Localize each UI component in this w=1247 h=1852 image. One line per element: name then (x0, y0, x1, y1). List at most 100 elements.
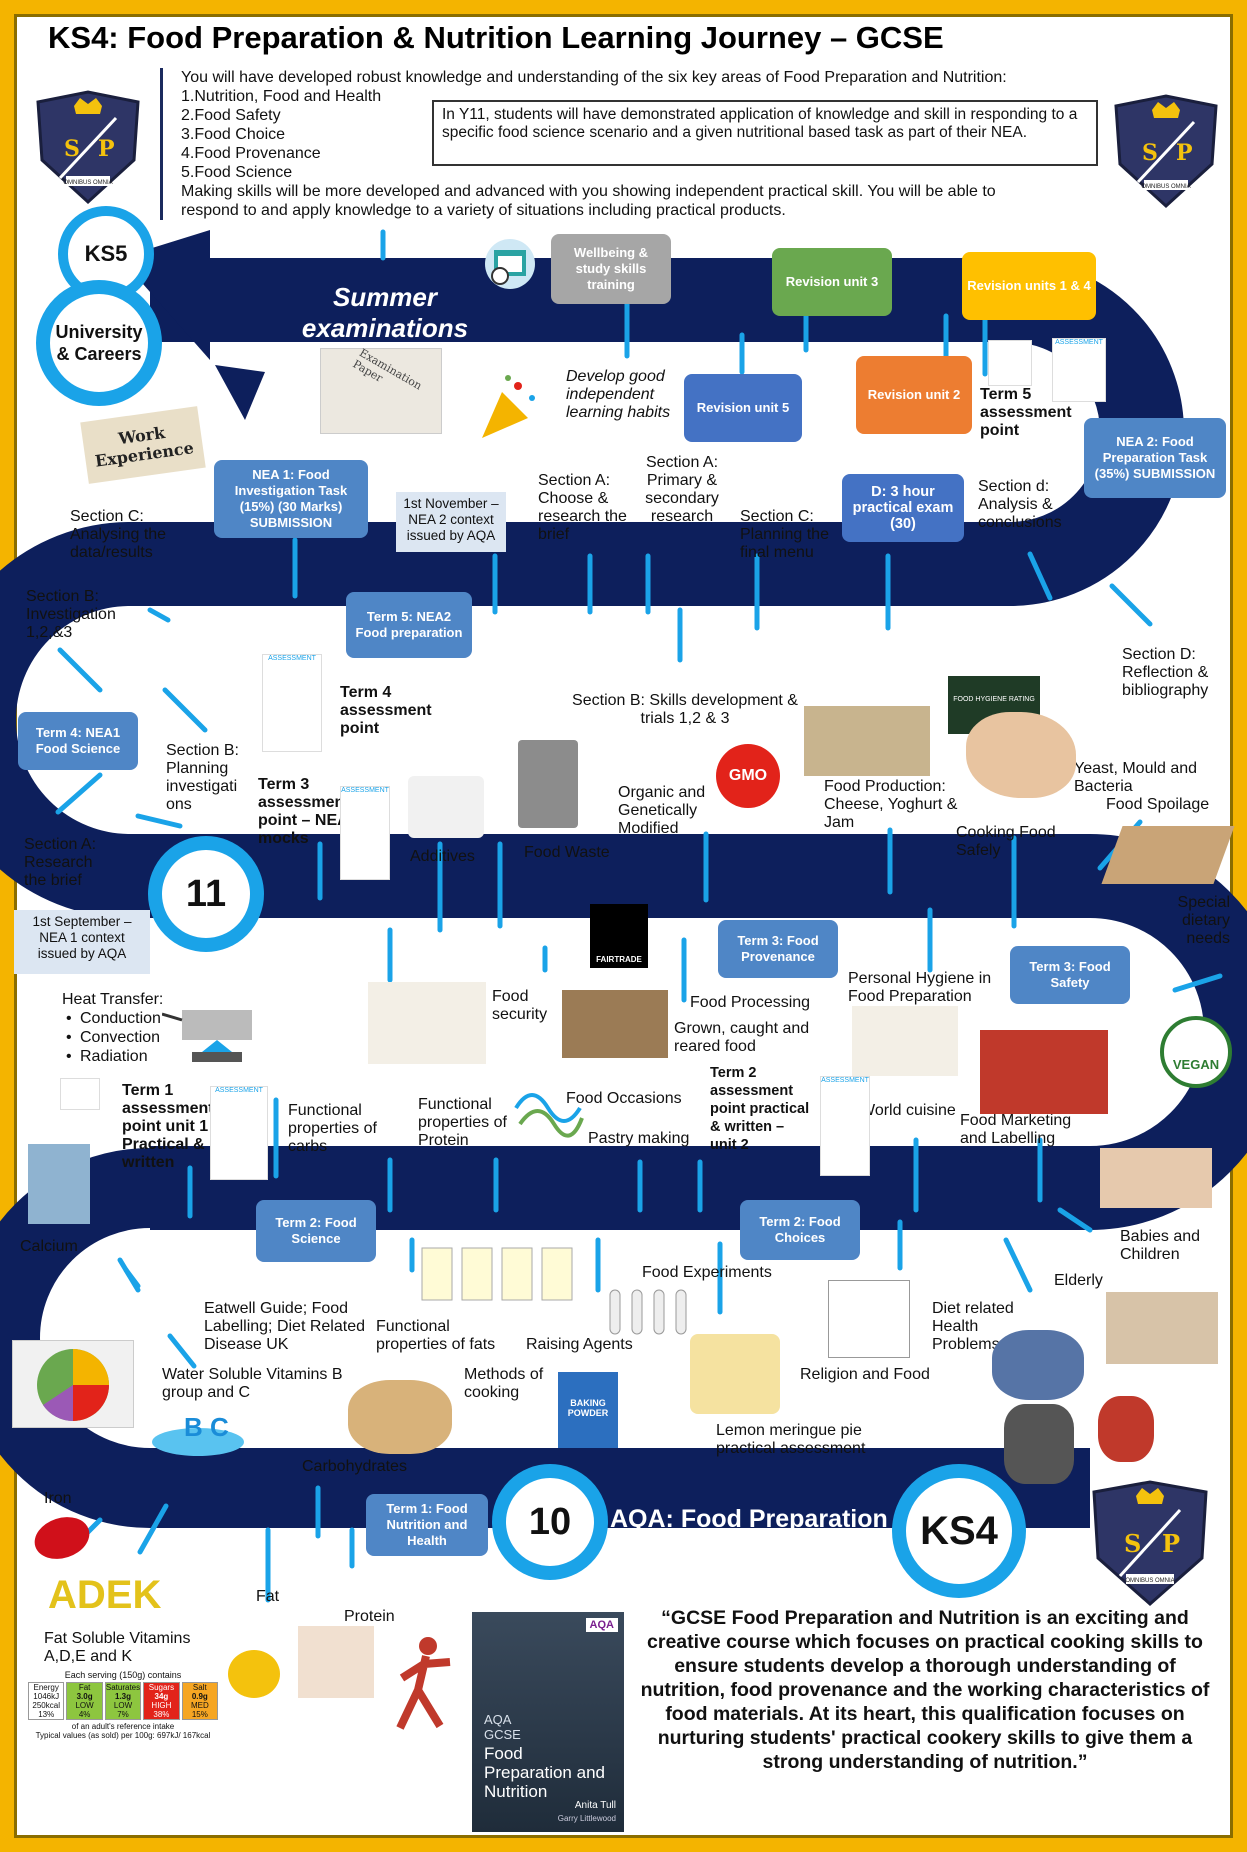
svg-text:OMNIBUS OMNIA: OMNIBUS OMNIA (1125, 1578, 1174, 1584)
additives-image (408, 776, 484, 838)
cooking-safely-label: Cooking Food Safely (956, 824, 1056, 859)
university-careers-circle: University & Careers (36, 280, 162, 406)
calcium-label: Calcium (20, 1238, 78, 1255)
personal-hygiene-label: Personal Hygiene in Food Preparation (848, 970, 992, 1005)
protein-food-image (298, 1626, 374, 1698)
svg-text:S: S (1124, 1529, 1141, 1558)
connector-lines (55, 229, 1223, 1603)
heat-item: •Radiation (66, 1048, 148, 1065)
term-4-box: Term 4: NEA1 Food Science (18, 712, 138, 770)
heat-transfer-list: Heat Transfer: •Conduction •Convection •… (62, 990, 182, 1066)
diet-health-image (992, 1330, 1084, 1400)
water-splash-image: B C (148, 1406, 248, 1460)
food-security-label: Food security (492, 988, 548, 1023)
svg-text:S: S (1142, 140, 1158, 166)
page-title: KS4: Food Preparation & Nutrition Learni… (48, 20, 944, 55)
term-2-science-box: Term 2: Food Science (256, 1200, 376, 1262)
intro-line: 4.Food Provenance (181, 145, 321, 162)
svg-text:P: P (1162, 1529, 1180, 1558)
intro-text: You will have developed robust knowledge… (160, 68, 1101, 220)
babies-children-label: Babies and Children (1120, 1228, 1201, 1263)
lemon-meringue-image (690, 1334, 780, 1414)
assessment-icon: ASSESSMENT (820, 1076, 870, 1176)
lemon-meringue-label: Lemon meringue pie practical assessment (716, 1422, 866, 1457)
checklist-icon (988, 340, 1032, 386)
section-a-research-label: Section A: Primary & secondary research (645, 454, 719, 525)
fat-image (228, 1650, 280, 1698)
fat-label: Fat (256, 1588, 280, 1605)
assessment-icon: ASSESSMENT (262, 654, 322, 752)
section-b-skills-label: Section B: Skills development & trials 1… (572, 692, 798, 727)
book-coauthor: Garry Littlewood (557, 1814, 616, 1823)
intro-line: respond to and apply knowledge to a vari… (181, 202, 786, 219)
additives-label: Additives (410, 848, 475, 865)
year-10-circle: 10 (492, 1464, 608, 1580)
intro-line: Making skills will be more developed and… (181, 183, 996, 200)
year-11-circle: 11 (148, 836, 264, 952)
road-segment-upper (0, 522, 1090, 918)
heart-image (1098, 1396, 1154, 1462)
section-c-plan-label: Section C: Planning the final menu (740, 508, 829, 561)
aqa-course-label: AQA: Food Preparation and Nutrition (610, 1505, 888, 1564)
food-occasions-label: Food Occasions (566, 1090, 682, 1107)
section-a-brief-label: Section A: Research the brief (24, 836, 97, 889)
school-shield-icon: S P OMNIBUS OMNIA (1092, 1480, 1208, 1607)
gmo-tomato-image: GMO (716, 744, 780, 808)
functional-carbs-label: Functional properties of carbs (288, 1102, 377, 1155)
nea2-submission-box: NEA 2: Food Preparation Task (35%) SUBMI… (1084, 418, 1226, 498)
food-production-image (804, 706, 930, 776)
y11-note: In Y11, students will have demonstrated … (432, 100, 1098, 166)
book-author: Anita Tull (574, 1800, 616, 1811)
term-3-provenance-box: Term 3: Food Provenance (718, 920, 838, 978)
food-production-label: Food Production: Cheese, Yoghurt & Jam (824, 778, 958, 831)
test-tubes-image (604, 1286, 694, 1342)
intro-line: You will have developed robust knowledge… (181, 69, 1007, 86)
fat-soluble-label: Fat Soluble Vitamins A,D,E and K (44, 1630, 191, 1665)
world-map-image (852, 1006, 958, 1076)
term-1-box: Term 1: Food Nutrition and Health (366, 1494, 488, 1556)
nea1-submission-box: NEA 1: Food Investigation Task (15%) (30… (214, 460, 368, 538)
assessment-icon: ASSESSMENT (340, 786, 390, 880)
course-quote: “GCSE Food Preparation and Nutrition is … (640, 1607, 1210, 1773)
chicken-bacteria-image (966, 712, 1076, 798)
food-security-map-image (368, 982, 486, 1064)
vitamins-adek-image: ADEK (44, 1568, 174, 1618)
svg-text:S: S (64, 136, 80, 162)
bread-image (1101, 826, 1235, 884)
section-c-analyse-label: Section C: Analysing the data/results (70, 508, 167, 561)
section-d-analysis-label: Section d: Analysis & conclusions (978, 478, 1062, 531)
assessment-icon: ASSESSMENT (1052, 338, 1106, 402)
iron-label: Iron (44, 1490, 72, 1507)
book-title: Food Preparation and Nutrition (484, 1744, 605, 1801)
term-3-safety-box: Term 3: Food Safety (1010, 946, 1130, 1004)
food-experiments-label: Food Experiments (642, 1264, 772, 1281)
svg-text:OMNIBUS OMNIA: OMNIBUS OMNIA (1141, 184, 1190, 190)
term-3-assessment-label: Term 3 assessment point – NEA mocks (258, 776, 350, 847)
food-waste-label: Food Waste (524, 844, 610, 861)
nutrition-footer: Typical values (as sold) per 100g: 697kJ… (35, 1731, 211, 1740)
elderly-image (1106, 1292, 1218, 1364)
fairtrade-logo: FAIRTRADE (590, 904, 648, 968)
svg-text:ADEK: ADEK (48, 1573, 161, 1617)
develop-habits-label: Develop good independent learning habits (566, 368, 671, 421)
road-arrow-lower (215, 365, 265, 420)
food-labelling-image (980, 1030, 1108, 1114)
pastry-making-label: Pastry making (588, 1130, 690, 1147)
term-5-assessment-label: Term 5 assessment point (980, 386, 1072, 439)
nutrition-footer: of an adult's reference intake (71, 1722, 175, 1731)
carbohydrates-image (348, 1380, 452, 1454)
practical-exam-box: D: 3 hour practical exam (30) (842, 474, 964, 542)
intro-line: 5.Food Science (181, 164, 293, 181)
functional-fats-label: Functional properties of fats (376, 1318, 496, 1353)
baking-powder-image: BAKING POWDER (558, 1372, 618, 1448)
heat-item: •Convection (66, 1029, 161, 1046)
calendar-icon (485, 239, 535, 289)
heat-transfer-pan-image (161, 990, 272, 1070)
svg-text:P: P (1176, 140, 1193, 166)
school-shield-icon: S P OMNIBUS OMNIA (1114, 94, 1218, 209)
